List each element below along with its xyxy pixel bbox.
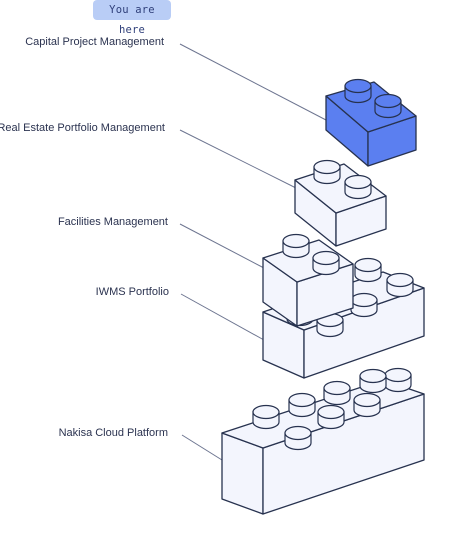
you-are-here-badge: You are here	[93, 0, 171, 36]
layer-label-nakisa-cloud: Nakisa Cloud Platform	[58, 427, 168, 439]
brick-stud-0-1	[374, 93, 402, 119]
brick-layer-2	[262, 233, 354, 327]
brick-stud-4-2	[323, 380, 351, 406]
layer-label-capital-project: Capital Project Management	[25, 36, 164, 48]
leader-lines	[179, 43, 327, 461]
brick-stud-2-1	[312, 250, 340, 276]
brick-stud-3-0	[354, 257, 382, 283]
leader-line-4	[181, 434, 223, 461]
leader-line-2	[179, 223, 265, 269]
brick-stud-4-1	[359, 368, 387, 394]
brick-stud-4-4	[353, 392, 381, 418]
leader-line-1	[179, 129, 297, 189]
brick-stud-1-0	[313, 159, 341, 185]
brick-stud-4-0	[384, 367, 412, 393]
brick-stud-3-1	[386, 272, 414, 298]
brick-layer-4	[221, 367, 425, 515]
brick-stud-1-1	[344, 174, 372, 200]
brick-stud-2-0	[282, 233, 310, 259]
brick-stud-4-3	[288, 392, 316, 418]
brick-stud-3-2	[350, 292, 378, 318]
leader-line-3	[180, 293, 265, 341]
leader-line-0	[179, 43, 327, 121]
brick-layer-0	[325, 78, 417, 167]
layer-label-iwms-portfolio: IWMS Portfolio	[95, 286, 169, 298]
brick-stack	[221, 78, 425, 515]
layer-label-facilities: Facilities Management	[57, 216, 168, 228]
brick-stud-4-7	[284, 425, 312, 451]
brick-stud-0-0	[344, 78, 372, 104]
brick-stud-4-6	[317, 404, 345, 430]
brick-layer-1	[294, 159, 387, 247]
brick-stud-4-5	[252, 404, 280, 430]
layer-label-real-estate: Real Estate Portfolio Management	[0, 122, 165, 134]
